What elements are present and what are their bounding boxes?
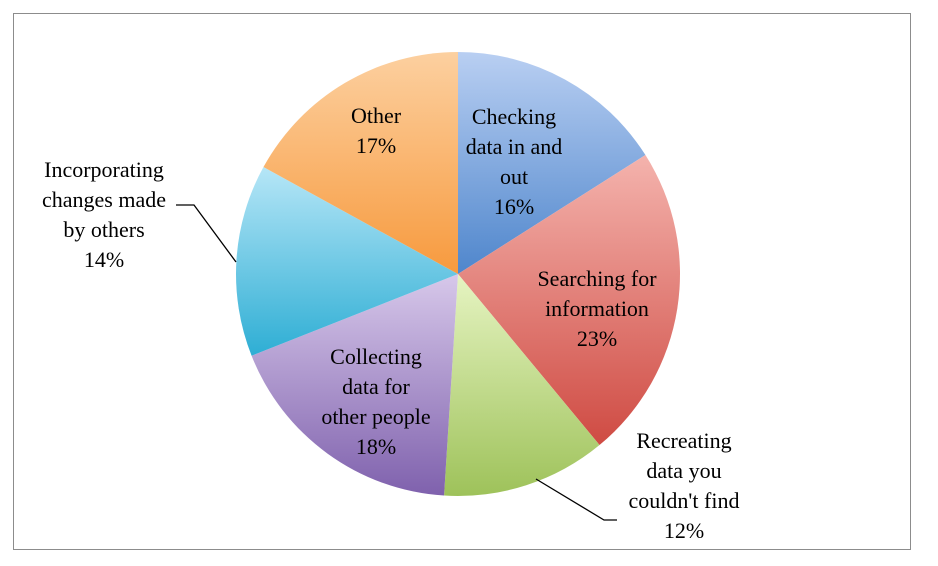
pie-slice-6: [263, 52, 458, 274]
pie-slice-2: [458, 155, 680, 446]
pie-slice-5: [236, 167, 458, 356]
leader-line-3: [535, 478, 617, 521]
pie-slice-4: [251, 274, 458, 496]
pie-slice-3: [444, 274, 600, 496]
pie-slice-1: [458, 52, 646, 274]
leader-line-5: [176, 204, 237, 263]
